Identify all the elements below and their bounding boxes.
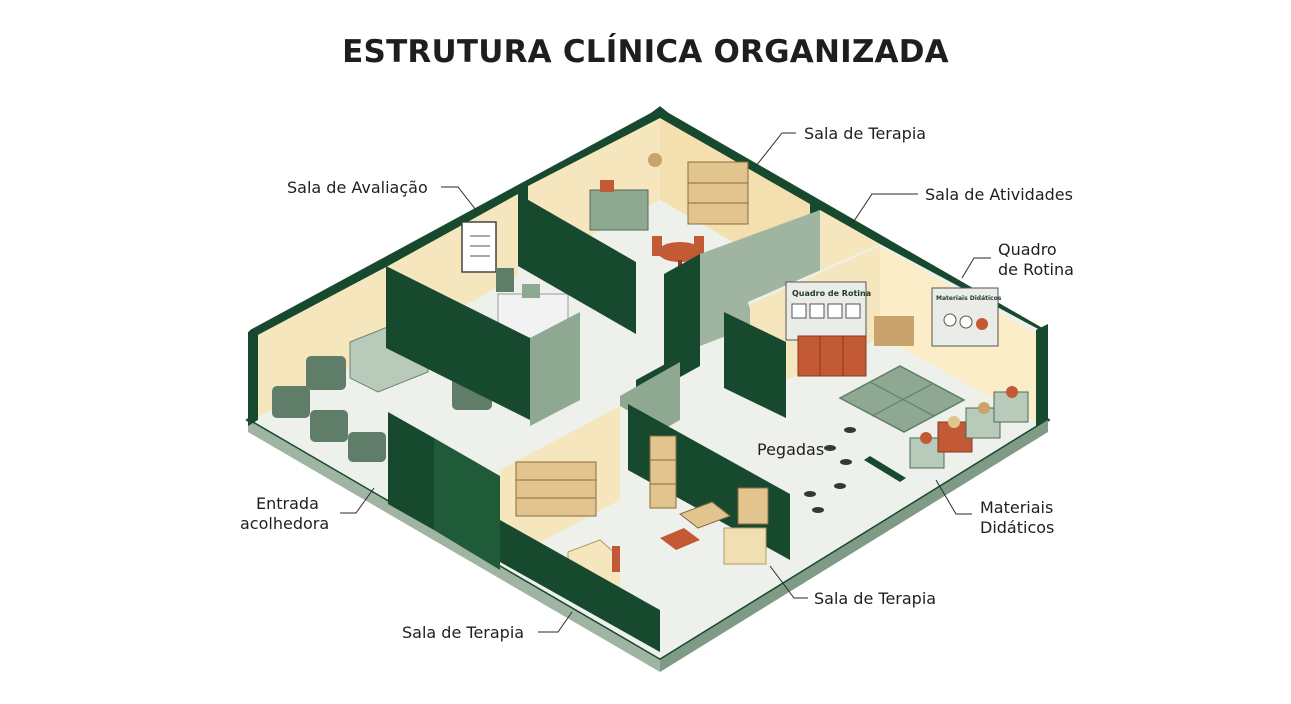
partition-wall <box>386 266 530 420</box>
floor-edge-right <box>660 420 1048 672</box>
outer-wall-left <box>248 326 258 426</box>
small-table <box>678 501 732 529</box>
bookcase <box>515 461 597 517</box>
bookcase <box>687 161 749 225</box>
armchair <box>348 432 386 462</box>
armchair <box>272 386 310 418</box>
balance-beam <box>864 456 906 482</box>
round-table <box>658 242 702 262</box>
cubby-shelf <box>797 335 867 377</box>
diagram-title: ESTRUTURA CLÍNICA ORGANIZADA <box>342 34 949 70</box>
partition-wall <box>518 194 636 334</box>
toy-basket <box>874 316 914 346</box>
footprints-icon <box>804 427 856 513</box>
label-entrada-line1: Entrada <box>256 494 319 513</box>
monitor <box>522 284 540 298</box>
wall-frame <box>737 487 769 525</box>
checklist-board <box>461 221 497 273</box>
materials-board-title: Materiais Didáticos <box>936 295 1002 302</box>
front-wall <box>388 412 434 530</box>
chair <box>652 236 662 256</box>
label-sala-terapia-top: Sala de Terapia <box>804 124 926 143</box>
armchair <box>306 356 346 390</box>
front-wall <box>434 438 500 570</box>
leader-line <box>961 257 991 279</box>
chair <box>694 236 704 256</box>
office-chair <box>496 268 514 292</box>
armchair <box>310 410 348 442</box>
tall-shelf <box>649 435 677 509</box>
cabinet <box>723 527 767 565</box>
leader-line <box>340 487 375 514</box>
leader-line <box>769 565 808 599</box>
front-wall <box>500 520 660 652</box>
label-entrada-line2: acolhedora <box>240 514 329 533</box>
outer-wall-right <box>1036 324 1048 426</box>
floor-edge <box>248 420 660 672</box>
label-pegadas: Pegadas <box>757 440 824 459</box>
toy-box <box>600 180 614 192</box>
label-materiais-line2: Didáticos <box>980 518 1054 537</box>
label-sala-terapia-right: Sala de Terapia <box>814 589 936 608</box>
leader-line <box>935 479 972 515</box>
label-sala-atividades: Sala de Atividades <box>925 185 1073 204</box>
room-terapia-bottom-right <box>620 404 790 640</box>
label-quadro-rotina-line1: Quadro <box>998 240 1057 259</box>
leader-line <box>441 186 477 211</box>
shelf-unit <box>589 189 649 231</box>
label-sala-terapia-bottom: Sala de Terapia <box>402 623 524 642</box>
partition-wall-sage <box>530 312 580 426</box>
routine-board-title: Quadro de Rotina <box>792 289 871 298</box>
partition-wall-sage <box>700 210 820 346</box>
room-atividades: Quadro de Rotina Materiais Didáticos <box>724 210 1040 482</box>
partition-wall <box>724 312 786 418</box>
label-sala-avaliacao: Sala de Avaliação <box>287 178 428 197</box>
small-table <box>660 528 700 550</box>
partition-wall <box>664 254 700 386</box>
label-quadro-rotina-line2: de Rotina <box>998 260 1074 279</box>
leader-line <box>851 193 918 225</box>
leader-line <box>755 132 796 167</box>
teddy-bear-icon <box>648 153 662 167</box>
leader-line <box>538 611 573 633</box>
label-materiais-line1: Materiais <box>980 498 1053 517</box>
